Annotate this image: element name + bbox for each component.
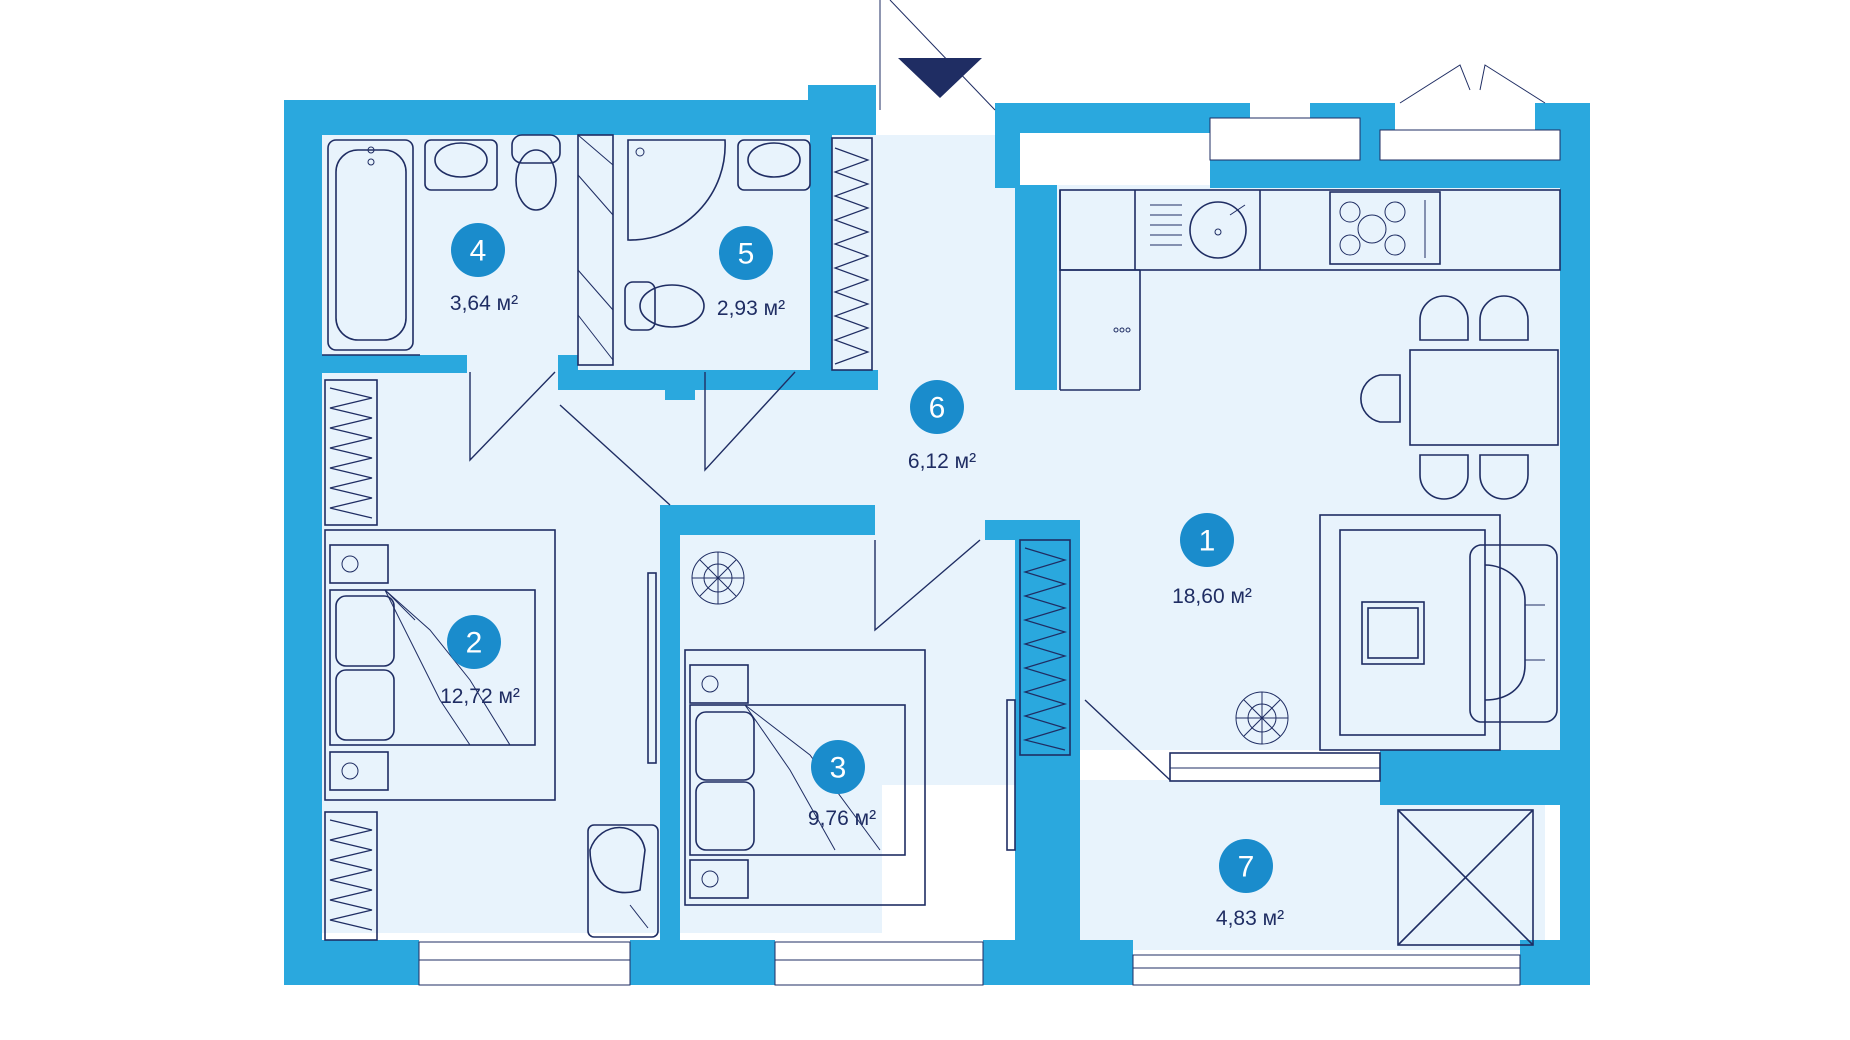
room-7-badge [1219,839,1273,893]
sink-icon [1150,201,1247,259]
windows [418,117,1561,986]
room-2-area: 12,72 м² [440,685,520,708]
balcony-door-sketch [1399,64,1546,104]
room-7-label: 7 4,83 м² [1216,839,1284,930]
entrance [879,0,996,111]
bedroom-3-furniture [684,539,1071,906]
room-3-number: 3 [830,752,847,785]
room-3-badge [811,740,865,794]
doors [469,371,1171,781]
room-3-label: 3 9,76 м² [808,740,876,830]
room-6-label: 6 6,12 м² [908,380,976,473]
room-2-number: 2 [466,627,483,660]
room-4-area: 3,64 м² [450,292,518,315]
room-4-badge [451,223,505,277]
room-5-badge [719,226,773,280]
room-5-number: 5 [738,238,755,271]
room-1-number: 1 [1199,525,1216,558]
room-3-area: 9,76 м² [808,807,876,830]
room-5-label: 5 2,93 м² [717,226,785,320]
balcony-fixtures [1397,809,1534,946]
entrance-marker-icon [898,58,982,98]
room-2-badge [447,615,501,669]
room-7-number: 7 [1238,851,1255,884]
room-4-number: 4 [470,235,487,268]
stove-icon [1329,191,1441,265]
kitchen-furniture [1059,189,1561,782]
bathroom-fixtures [322,134,873,371]
floor-area [322,135,1560,950]
room-1-badge [1180,513,1234,567]
bedroom-furniture [324,379,659,941]
room-labels: 1 18,60 м² 2 12,72 м² 3 9,76 м² 4 3,64 м… [440,223,1284,930]
plant-icon-living [1235,691,1289,745]
room-5-area: 2,93 м² [717,297,785,320]
chair-icon [1360,295,1529,500]
room-2-label: 2 12,72 м² [440,615,520,708]
room-6-area: 6,12 м² [908,450,976,473]
room-6-badge [910,380,964,434]
room-1-area: 18,60 м² [1172,585,1252,608]
room-1-label: 1 18,60 м² [1172,513,1252,608]
room-4-label: 4 3,64 м² [450,223,518,315]
room-6-number: 6 [929,392,946,425]
room-7-area: 4,83 м² [1216,907,1284,930]
plant-icon [691,551,745,605]
